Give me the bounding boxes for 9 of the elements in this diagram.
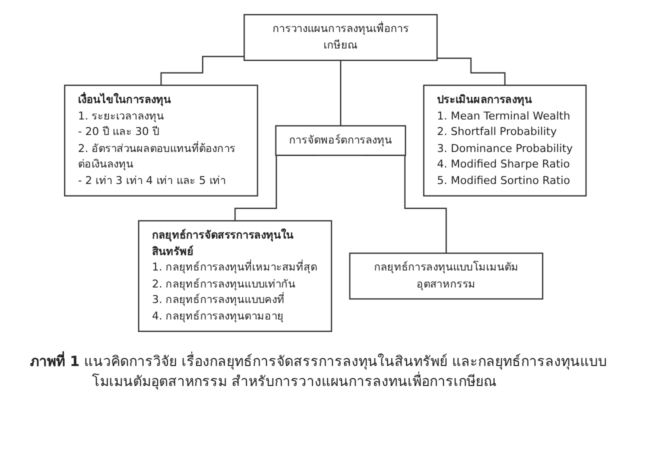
figure-caption: ภาพที่ 1 แนวคิดการวิจัย เรื่องกลยุทธ์การจัดสรรการลงทุนในสินทรัพย์ และกลยุทธ์การลงทุนแบบโมเมนตัมอุตสาหกรรม สำหรับการวางแผนการลงทนเพื่อการเกษียณ — [30, 352, 620, 393]
node-box: การจัดพอร์ตการลงทุน — [274, 125, 406, 156]
connector — [436, 58, 506, 86]
node-box: กลยุทธ์การจัดสรรการลงทุนในสินทรัพย์ 1. กลยุทธ์การลงทุนที่เหมาะสมที่สุด 2. กลยุทธ์การลงทุนแบบเท่ากัน 3. กลยุทธ์การลงทุนแบบคงที่ 4. กลยุทธ์การลงทุนตามอายุ — [138, 220, 332, 332]
node-box: ประเมินผลการลงทุน 1. Mean Terminal Wealth 2. Shortfall Probability 3. Dominance Probability 4. Modified Sharpe Ratio 5. Modified Sortino Ratio — [422, 84, 586, 196]
node-box: การวางแผนการลงทุนเพื่อการเกษียณ — [243, 14, 438, 61]
connector — [160, 56, 244, 86]
connector — [340, 60, 341, 126]
node-box: กลยุทธ์การลงทุนแบบโมเมนตัมอุตสาหกรรม — [348, 252, 543, 300]
